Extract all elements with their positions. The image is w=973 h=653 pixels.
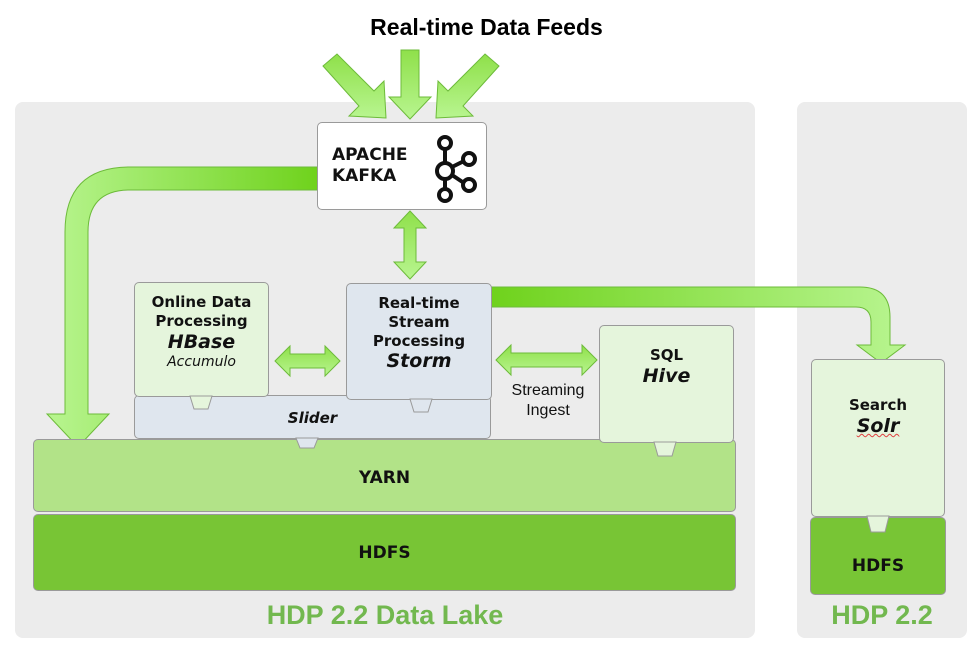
hdfs-layer: HDFS	[33, 514, 736, 591]
hbase-storm-arrow	[274, 344, 341, 378]
hbase-box: Online Data Processing HBase Accumulo	[134, 282, 269, 397]
hbase-label-line2: Processing	[155, 311, 248, 330]
solr-name: Solr	[856, 414, 900, 437]
storm-label-line1: Real-time Stream	[378, 294, 460, 331]
storm-label-line2: Processing	[372, 331, 466, 350]
kafka-label-line1: APACHE	[332, 145, 408, 165]
solr-box: Search Solr	[811, 359, 945, 517]
data-lake-caption: HDP 2.2 Data Lake	[266, 600, 504, 630]
slider-label: Slider	[287, 409, 338, 427]
solr-label-line1: Search	[848, 396, 908, 414]
hive-name: Hive	[642, 364, 691, 387]
streaming-ingest-line1: Streaming	[511, 382, 585, 399]
hive-label-line1: SQL	[649, 346, 684, 364]
hbase-label-line1: Online Data	[151, 293, 252, 311]
kafka-label-line2: KAFKA	[332, 166, 397, 187]
feed-arrow-left	[322, 53, 387, 119]
accumulo-name: Accumulo	[167, 354, 236, 371]
feed-arrow-center	[387, 49, 433, 120]
yarn-label: YARN	[358, 468, 411, 488]
storm-box: Real-time Stream Processing Storm	[346, 283, 492, 400]
streaming-ingest-line2: Ingest	[526, 402, 570, 419]
hdfs-search-label: HDFS	[851, 556, 905, 576]
storm-hive-arrow	[495, 343, 598, 377]
hbase-name: HBase	[167, 330, 236, 353]
storm-name: Storm	[386, 350, 452, 373]
kafka-logo-icon	[435, 135, 477, 203]
kafka-box: APACHE KAFKA	[317, 122, 487, 210]
hdfs-label: HDFS	[358, 543, 411, 563]
feed-arrow-right	[435, 53, 500, 119]
search-panel-caption: HDP 2.2	[831, 600, 933, 630]
hive-box: SQL Hive	[599, 325, 734, 443]
diagram-title: Real-time Data Feeds	[370, 14, 603, 40]
storm-to-solr-arrow	[490, 286, 907, 364]
kafka-storm-arrow	[392, 210, 428, 280]
yarn-layer: YARN	[33, 439, 736, 512]
slider-bar: Slider	[134, 395, 491, 439]
hdfs-search-layer: HDFS	[810, 517, 946, 595]
kafka-to-yarn-arrow	[45, 166, 319, 448]
